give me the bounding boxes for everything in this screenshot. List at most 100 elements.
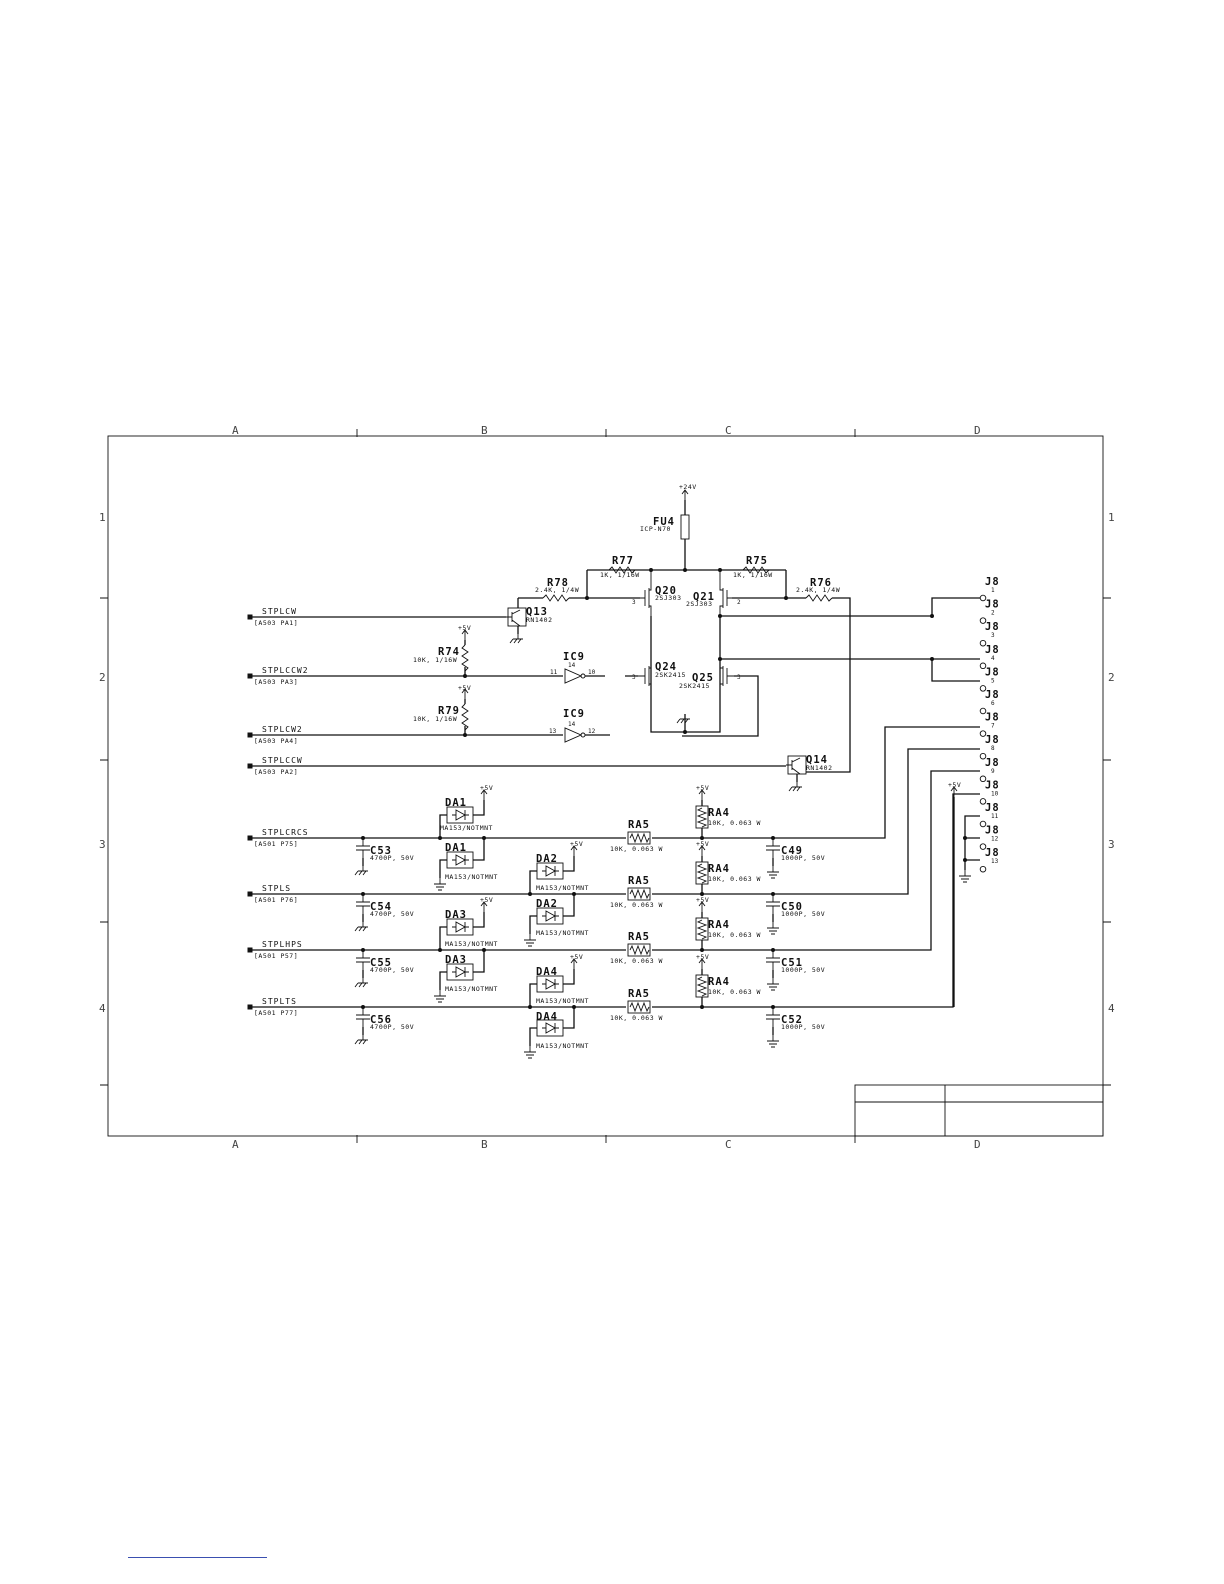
r79-ref: R79 (438, 705, 460, 717)
signal-stplts: STPLTS (262, 997, 297, 1006)
r75-value: 1K, 1/16W (733, 571, 773, 579)
j8-pin-9: J89 (979, 757, 1000, 783)
zone-col-b-bottom: B (481, 1138, 488, 1151)
ra4-value-3: 10K, 0.063 W (708, 931, 761, 939)
j8-ref: J8 (985, 757, 1000, 769)
signal-stplhps: STPLHPS (262, 940, 303, 949)
svg-text:3: 3 (737, 674, 741, 681)
port-stplts: [A501 P77] (254, 1009, 298, 1017)
q24-value: 2SK2415 (655, 671, 686, 679)
ic9-ref-a: IC9 (563, 651, 585, 663)
zone-row-2-left: 2 (99, 671, 106, 684)
svg-text:10: 10 (588, 669, 596, 676)
j8-ref: J8 (985, 621, 1000, 633)
zone-col-b-top: B (481, 424, 488, 437)
zone-col-a-top: A (232, 424, 239, 437)
da4-part-bottom: MA153/NOTMNT (536, 1042, 589, 1050)
signal-stplcw2: STPLCW2 (262, 725, 303, 734)
da4-ref-bottom: DA4 (536, 1011, 558, 1023)
j8-pin-terminal (979, 685, 987, 692)
j8-pin-number: 5 (991, 677, 995, 684)
drawing-frame: A B C D A B C D 1 2 3 4 1 2 3 4 (99, 424, 1115, 1151)
c56-ref: C56 (370, 1014, 392, 1026)
r79-value: 10K, 1/16W (413, 715, 457, 723)
j8-pin-number: 1 (991, 587, 995, 594)
j8-pin-7: J87 (979, 712, 1000, 737)
port-stplccw: [A503 PA2] (254, 768, 298, 776)
c52-ref: C52 (781, 1014, 803, 1026)
j8-ref: J8 (985, 644, 1000, 656)
r77-ref: R77 (612, 555, 634, 567)
j8-ref: J8 (985, 847, 1000, 859)
j8-ref: J8 (985, 712, 1000, 724)
j8-ref: J8 (985, 666, 1000, 678)
port-stplcw: [A503 PA1] (254, 619, 298, 627)
j8-pin-8: J88 (979, 734, 1000, 760)
j8-pin-terminal (979, 865, 987, 873)
c51-ref: C51 (781, 957, 803, 969)
j8-pin-number: 13 (991, 858, 999, 865)
ra5-value-3: 10K, 0.063 W (610, 957, 663, 965)
zone-col-c-bottom: C (725, 1138, 732, 1151)
da1-ref-top: DA1 (445, 797, 467, 809)
r77-value: 1K, 1/16W (600, 571, 640, 579)
j8-ref: J8 (985, 734, 1000, 746)
ra4-ref-1: RA4 (708, 807, 730, 819)
ra5-value-4: 10K, 0.063 W (610, 1014, 663, 1022)
r76-value: 2.4K, 1/4W (796, 586, 840, 594)
j8-pin-terminal (979, 730, 987, 737)
footer-link-rule (128, 1557, 267, 1558)
j8-pin-terminal (979, 707, 987, 715)
zone-row-4-left: 4 (99, 1002, 106, 1015)
q25-value: 2SK2415 (679, 682, 710, 690)
c54-ref: C54 (370, 901, 392, 913)
ra4-pullup-row2: +5V RA4 10K, 0.063 W (695, 840, 760, 896)
ra4-supply-1: +5V (696, 784, 709, 792)
q14-transistor: Q14 RN1402 (786, 754, 832, 792)
j8-pin-3: J83 (979, 621, 1000, 647)
zone-col-d-top: D (974, 424, 981, 437)
j8-pin-2: J82 (979, 599, 1000, 624)
zone-col-a-bottom: A (232, 1138, 239, 1151)
q20-mosfet: Q20 2SJ303 3 (632, 570, 681, 616)
q21-mosfet: Q21 2SJ303 2 (686, 570, 741, 616)
j8-pin-terminal (979, 843, 987, 850)
j8-ref: J8 (985, 825, 1000, 837)
ra4-ref-2: RA4 (708, 863, 730, 875)
c51-value: 1000P, 50V (781, 966, 825, 974)
j8-pin-number: 2 (991, 610, 995, 617)
signal-stplcw: STPLCW (262, 607, 297, 616)
zone-row-3-right: 3 (1108, 838, 1115, 851)
da1-part-top: MA153/NOTMNT (440, 824, 493, 832)
ra5-ref-4: RA5 (628, 988, 650, 1000)
j8-ref: J8 (985, 802, 1000, 814)
c55-capacitor: C55 4700P, 50V (354, 948, 414, 988)
j8-pin-terminal (979, 798, 987, 805)
da4-diode-pair: +5V DA4 MA153/NOTMNT DA4 MA153/NOTMNT (523, 953, 589, 1059)
q25-mosfet: Q25 2SK2415 3 (679, 666, 741, 690)
fuse-symbol (680, 514, 690, 540)
j8-pin-terminal (979, 594, 987, 602)
svg-text:12: 12 (588, 728, 596, 735)
j8-ref: J8 (985, 599, 1000, 611)
r75-ref: R75 (746, 555, 768, 567)
c51-capacitor: C51 1000P, 50V (765, 948, 825, 991)
ra5-resistor-row2: RA5 10K, 0.063 W (610, 875, 662, 909)
c49-ref: C49 (781, 845, 803, 857)
j8-ref: J8 (985, 779, 1000, 791)
q21-value: 2SJ303 (686, 600, 712, 608)
ra5-value-1: 10K, 0.063 W (610, 845, 663, 853)
da3-diode-pair: +5V DA3 MA153/NOTMNT DA3 MA153/NOTMNT (433, 896, 497, 1003)
c53-ref: C53 (370, 845, 392, 857)
da2-ref-bottom: DA2 (536, 898, 558, 910)
c53-capacitor: C53 4700P, 50V (354, 836, 414, 876)
port-stplcw2: [A503 PA4] (254, 737, 298, 745)
c52-capacitor: C52 1000P, 50V (765, 1005, 825, 1048)
j8-ref: J8 (985, 689, 1000, 701)
da4-ref-top: DA4 (536, 966, 558, 978)
j8-pin-1: J81 (979, 576, 999, 602)
da4-part-top: MA153/NOTMNT (536, 997, 589, 1005)
